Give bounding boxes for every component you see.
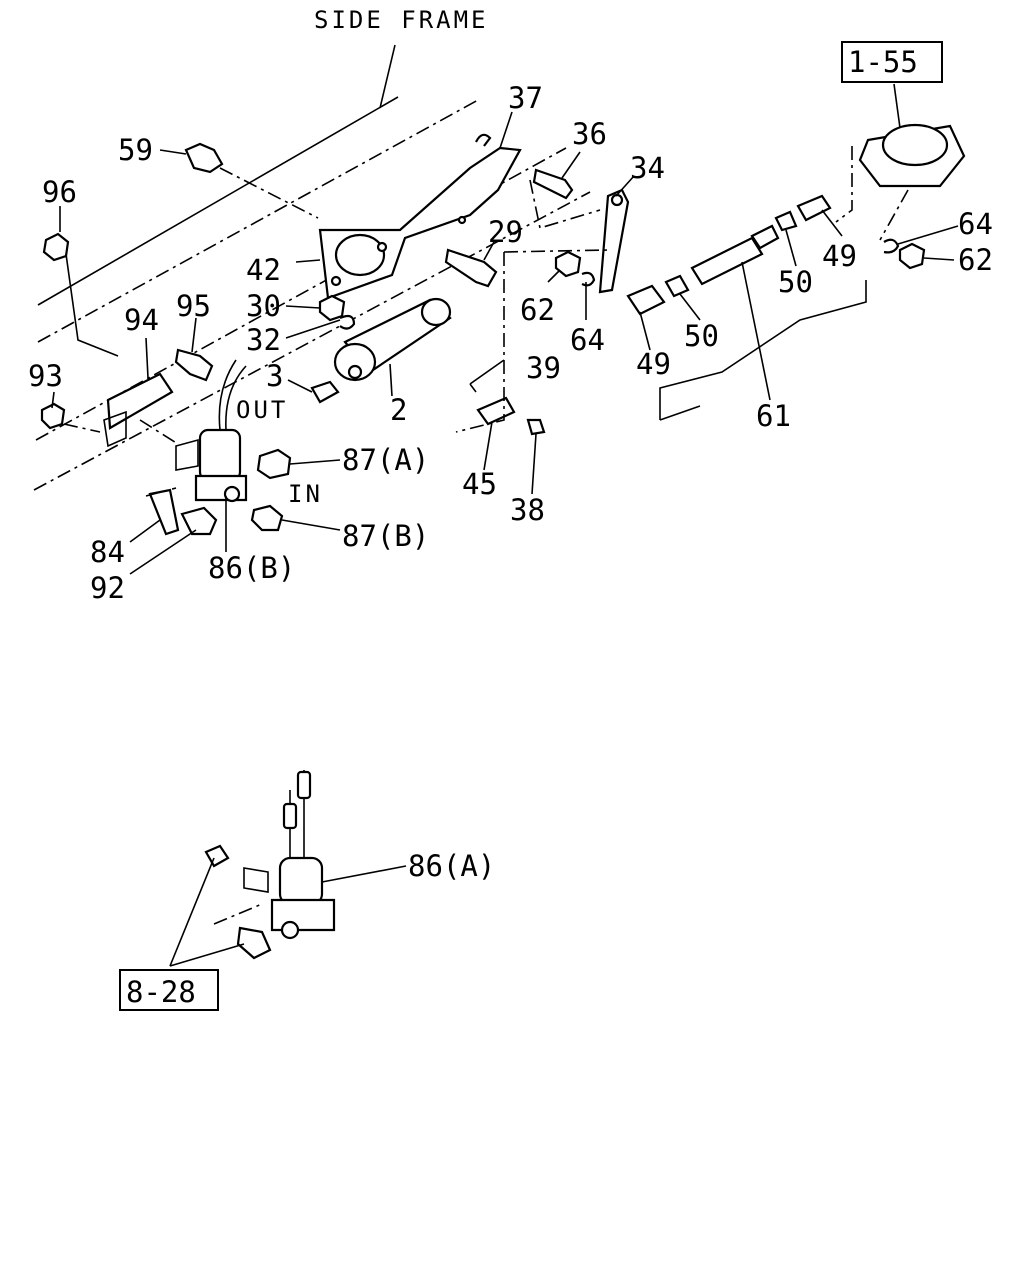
nut-30 — [318, 294, 346, 322]
clip-37 — [475, 133, 492, 147]
valve-86a — [204, 770, 336, 960]
label-59: 59 — [118, 133, 153, 167]
bolt-59 — [184, 142, 224, 174]
label-87a: 87(A) — [342, 443, 429, 477]
ref-box-8-28 — [119, 969, 219, 1011]
bolt-3 — [310, 380, 340, 404]
label-50-left: 50 — [684, 319, 719, 353]
ref-8-28-label: 8-28 — [126, 975, 196, 1009]
bracket-42 — [318, 146, 522, 300]
label-61: 61 — [756, 399, 791, 433]
label-42: 42 — [246, 253, 281, 287]
label-92: 92 — [90, 571, 125, 605]
bracket-45 — [469, 383, 546, 436]
nut-62b — [898, 242, 926, 270]
label-37: 37 — [508, 81, 543, 115]
label-29: 29 — [488, 215, 523, 249]
label-64-left: 64 — [570, 323, 605, 357]
fitting-87b — [250, 504, 284, 532]
label-36: 36 — [572, 117, 607, 151]
rod-61 — [626, 194, 832, 316]
label-3: 3 — [266, 359, 283, 393]
label-93: 93 — [28, 359, 63, 393]
housing-1-55 — [835, 123, 966, 241]
label-50-right: 50 — [778, 265, 813, 299]
pin-36 — [532, 168, 574, 200]
label-45: 45 — [462, 467, 497, 501]
clip-64a — [581, 271, 596, 287]
in-label: IN — [288, 480, 323, 508]
fitting-87a — [256, 448, 292, 480]
label-62-right: 62 — [958, 243, 993, 277]
cylinder-2 — [333, 297, 452, 382]
label-49-right: 49 — [822, 239, 857, 273]
label-84: 84 — [90, 535, 125, 569]
label-49-left: 49 — [636, 347, 671, 381]
label-94: 94 — [124, 303, 159, 337]
nut-96 — [42, 232, 70, 262]
nut-62a — [554, 250, 582, 278]
bolt-95 — [174, 348, 214, 382]
washer-32 — [339, 314, 356, 330]
label-39: 39 — [526, 351, 561, 385]
label-96: 96 — [42, 175, 77, 209]
lever-34 — [598, 188, 630, 294]
label-95: 95 — [176, 289, 211, 323]
bolt-29 — [444, 248, 498, 288]
label-87b: 87(B) — [342, 519, 429, 553]
plate-94 — [103, 372, 174, 448]
leader-lines — [51, 83, 959, 967]
side-frame-label: SIDE FRAME — [314, 6, 489, 34]
label-30: 30 — [246, 289, 281, 323]
label-38: 38 — [510, 493, 545, 527]
ref-1-55-label: 1-55 — [848, 45, 918, 79]
clip-84 — [148, 488, 180, 536]
label-2: 2 — [390, 393, 407, 427]
label-62-left: 62 — [520, 293, 555, 327]
out-label: OUT — [236, 396, 288, 424]
clip-64b — [883, 238, 900, 254]
valve-86b — [175, 359, 248, 503]
label-86a: 86(A) — [408, 849, 495, 883]
label-86b: 86(B) — [208, 551, 295, 585]
label-34: 34 — [630, 151, 665, 185]
bolt-92 — [180, 506, 218, 536]
label-32: 32 — [246, 323, 281, 357]
ref-box-1-55 — [841, 41, 943, 83]
nut-93 — [40, 402, 66, 430]
label-64-right: 64 — [958, 207, 993, 241]
